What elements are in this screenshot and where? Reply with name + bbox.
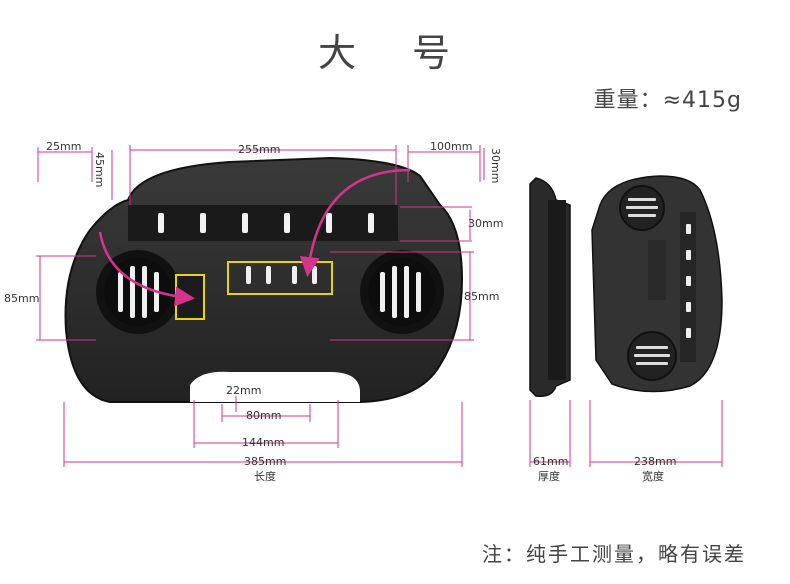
arrow-right — [299, 168, 411, 277]
dim-30-right: 30mm — [468, 217, 504, 230]
dim-385: 385mm — [244, 455, 287, 468]
length-label: 长度 — [254, 470, 276, 483]
width-label: 宽度 — [642, 470, 664, 483]
top-slot-rail — [128, 205, 398, 241]
tray-front-view — [64, 156, 464, 403]
weight-label: 重量：≈415g — [593, 88, 742, 113]
dim-85-left: 85mm — [4, 292, 40, 305]
top-slots — [158, 213, 374, 233]
dim-100: 100mm — [430, 140, 473, 153]
dim-22: 22mm — [226, 384, 262, 397]
page-title: 大 号 — [317, 31, 473, 75]
dim-144: 144mm — [242, 436, 285, 449]
handle-cutout — [190, 371, 360, 402]
dimension-lines — [36, 145, 723, 467]
measurement-note: 注：纯手工测量，略有误差 — [482, 542, 746, 566]
dim-61: 61mm — [533, 455, 569, 468]
arrow-left — [98, 231, 195, 307]
tray-back-view — [591, 175, 723, 393]
dim-80: 80mm — [246, 409, 282, 422]
thickness-label: 厚度 — [538, 470, 560, 483]
dim-45: 45mm — [93, 152, 106, 188]
dim-238: 238mm — [634, 455, 677, 468]
dim-255: 255mm — [238, 143, 281, 156]
dim-85-right: 85mm — [464, 290, 500, 303]
dim-25: 25mm — [46, 140, 82, 153]
tray-side-view — [529, 177, 571, 398]
dim-30-top: 30mm — [489, 148, 502, 184]
middle-slot-highlight — [227, 261, 333, 295]
